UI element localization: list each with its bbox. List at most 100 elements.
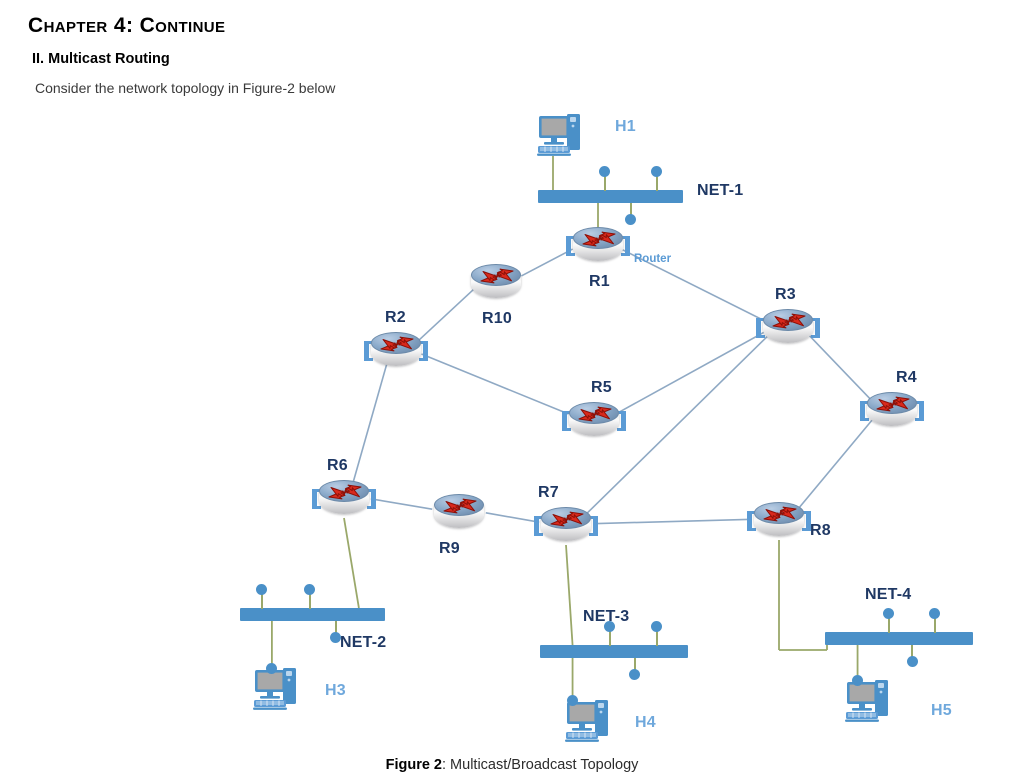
host-node-dot <box>852 675 864 686</box>
router-r5[interactable] <box>562 400 626 446</box>
router-port-right <box>367 489 376 509</box>
network-label-net-3: NET-3 <box>583 608 630 625</box>
network-stub <box>911 645 914 659</box>
host-label-h1: H1 <box>615 118 636 135</box>
router-top <box>754 502 804 524</box>
network-bus-net-1[interactable] <box>538 190 683 203</box>
router-label-r5: R5 <box>591 379 612 396</box>
router-r8[interactable] <box>747 500 811 546</box>
router-top <box>541 507 591 529</box>
figure-caption: Figure 2: Multicast/Broadcast Topology <box>0 757 1024 773</box>
router-top <box>371 332 421 354</box>
host-label-h5: H5 <box>931 702 952 719</box>
network-node-dot <box>651 166 663 177</box>
network-label-net-4: NET-4 <box>865 586 912 603</box>
network-node-dot <box>256 584 268 595</box>
chapter-title: Chapter 4: Continue <box>28 14 226 37</box>
link-r4-r8 <box>797 418 874 510</box>
network-label-net-2: NET-2 <box>340 634 387 651</box>
link-r10-r2 <box>417 288 475 342</box>
host-h4[interactable] <box>565 698 631 746</box>
router-port-left <box>312 489 321 509</box>
link-r7-r8 <box>592 518 753 525</box>
router-r9[interactable] <box>428 492 490 538</box>
router-r10[interactable] <box>465 262 527 308</box>
router-label-r10: R10 <box>482 310 512 327</box>
router-top <box>319 480 369 502</box>
network-node-dot <box>625 214 637 225</box>
link-r6-r9 <box>370 498 433 510</box>
router-r1[interactable] <box>566 225 630 271</box>
netlink-r6-net-2 <box>343 517 360 609</box>
network-node-dot <box>883 608 895 619</box>
link-r2-r6 <box>352 362 388 484</box>
link-r5-r3 <box>617 331 765 414</box>
router-label-r3: R3 <box>775 286 796 303</box>
router-label-r4: R4 <box>896 369 917 386</box>
router-label-r7: R7 <box>538 484 559 501</box>
router-label-r1: R1 <box>589 273 610 290</box>
network-stub <box>887 614 890 633</box>
router-port-left <box>756 318 765 338</box>
host-h3[interactable] <box>253 666 319 714</box>
router-top <box>867 392 917 414</box>
router-port-left <box>562 411 571 431</box>
network-label-net-1: NET-1 <box>697 182 744 199</box>
link-r1-r10 <box>521 248 573 277</box>
network-node-dot <box>599 166 611 177</box>
network-stub <box>603 172 606 191</box>
router-label-r9: R9 <box>439 540 460 557</box>
section-title: II. Multicast Routing <box>32 51 170 67</box>
link-r9-r7 <box>485 512 540 523</box>
router-port-left <box>747 511 756 531</box>
netlink-r7-net-3 <box>565 544 574 646</box>
network-stub <box>308 590 311 609</box>
router-port-right <box>802 511 811 531</box>
network-bus-net-3[interactable] <box>540 645 688 658</box>
host-h5[interactable] <box>845 678 911 726</box>
network-bus-net-2[interactable] <box>240 608 385 621</box>
router-port-left <box>860 401 869 421</box>
network-stub <box>334 621 337 635</box>
network-node-dot <box>651 621 663 632</box>
network-node-dot <box>629 669 641 680</box>
router-top <box>569 402 619 424</box>
router-top <box>471 264 521 286</box>
network-stub <box>655 172 658 191</box>
router-r4[interactable] <box>860 390 924 436</box>
network-node-dot <box>906 656 918 667</box>
network-node-dot <box>304 584 316 595</box>
host-label-h3: H3 <box>325 682 346 699</box>
router-label-r6: R6 <box>327 457 348 474</box>
network-stub <box>608 627 611 646</box>
host-h1[interactable] <box>537 112 603 160</box>
router-label-r2: R2 <box>385 309 406 326</box>
network-stub <box>260 590 263 609</box>
router-port-right <box>915 401 924 421</box>
link-r2-r5 <box>421 353 569 415</box>
figure-title: : Multicast/Broadcast Topology <box>442 757 639 773</box>
router-port-left <box>364 341 373 361</box>
router-r7[interactable] <box>534 505 598 551</box>
network-node-dot <box>330 632 342 643</box>
network-stub <box>655 627 658 646</box>
router-r3[interactable] <box>756 307 820 353</box>
router-port-left <box>534 516 543 536</box>
router-port-left <box>566 236 575 256</box>
router-top <box>434 494 484 516</box>
router-top <box>573 227 623 249</box>
router-r2[interactable] <box>364 330 428 376</box>
link-r3-r7 <box>585 335 769 515</box>
router-port-right <box>617 411 626 431</box>
instruction-text: Consider the network topology in Figure-… <box>35 80 336 96</box>
figure-number: Figure 2 <box>385 757 442 773</box>
network-node-dot <box>929 608 941 619</box>
network-bus-net-4[interactable] <box>825 632 973 645</box>
link-r1-r3 <box>622 249 764 321</box>
router-annotation: Router <box>634 253 672 265</box>
router-port-right <box>419 341 428 361</box>
router-port-right <box>621 236 630 256</box>
router-r6[interactable] <box>312 478 376 524</box>
